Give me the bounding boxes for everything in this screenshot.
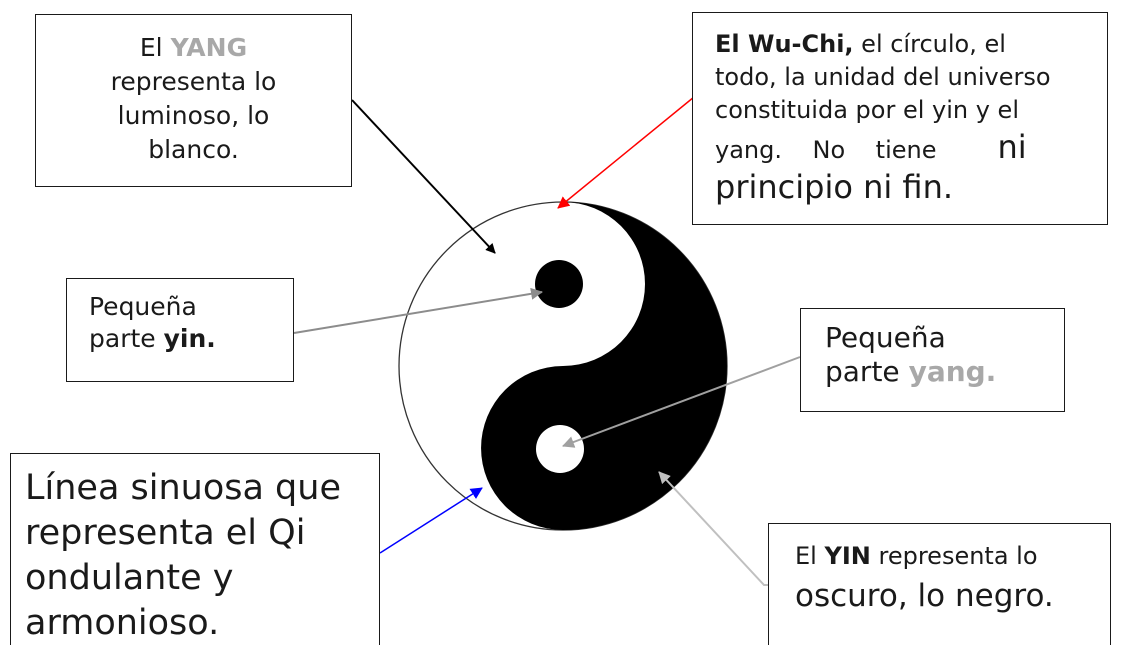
small-yang-box: Pequeña parte yang. [800, 308, 1065, 412]
wuchi-line-2: todo, la unidad del universo [715, 63, 1051, 91]
arrow-yang [351, 99, 496, 254]
small-yin-box: Pequeña parte yin. [66, 278, 294, 382]
arrow-small-yin [293, 287, 543, 334]
qi-line-3: ondulante y [25, 558, 234, 598]
yin-line-2: oscuro, lo negro. [795, 578, 1054, 614]
small-yang-line-1: Pequeña [825, 321, 946, 354]
wuchi-description-box: El Wu-Chi, el círculo, el todo, la unida… [692, 12, 1108, 225]
yang-description-box: El YANG representa lo luminoso, lo blanc… [35, 14, 352, 187]
small-yin-keyword: yin. [163, 324, 216, 353]
qi-line-4: armonioso. [25, 603, 220, 643]
arrow-yin [658, 471, 768, 586]
yang-line-1: El YANG [139, 33, 248, 62]
yang-keyword: YANG [170, 33, 248, 62]
wuchi-line-1: El Wu-Chi, el círculo, el [715, 30, 1006, 58]
small-yin-line-2: parte yin. [89, 324, 216, 353]
wuchi-line-3: constituida por el yin y el [715, 96, 1019, 124]
arrow-qi [379, 487, 483, 554]
yang-line-3: luminoso, lo [117, 101, 270, 130]
arrow-wuchi [557, 96, 695, 209]
small-yin-line-1: Pequeña [89, 292, 197, 321]
yang-line-2: representa lo [110, 67, 277, 96]
yin-line-1: El YIN representa lo [795, 542, 1038, 570]
small-yang-line-2: parte yang. [825, 355, 997, 388]
qi-description-box: Línea sinuosa que representa el Qi ondul… [10, 453, 380, 645]
yin-keyword: YIN [824, 542, 871, 570]
wuchi-line-4: yang. No tiene ni [715, 128, 1027, 166]
yang-line-4: blanco. [148, 135, 239, 164]
wuchi-line-5: principio ni fin. [715, 168, 954, 206]
qi-line-1: Línea sinuosa que [25, 468, 341, 508]
qi-line-2: representa el Qi [25, 513, 306, 553]
small-yang-keyword: yang. [908, 355, 997, 388]
yin-description-box: El YIN representa lo oscuro, lo negro. [768, 523, 1111, 645]
small-yin-dot [535, 260, 583, 308]
small-yang-dot [536, 425, 584, 473]
wuchi-keyword: El Wu-Chi, [715, 30, 854, 58]
arrow-small-yang [562, 356, 801, 448]
yin-yang-symbol [398, 201, 728, 531]
